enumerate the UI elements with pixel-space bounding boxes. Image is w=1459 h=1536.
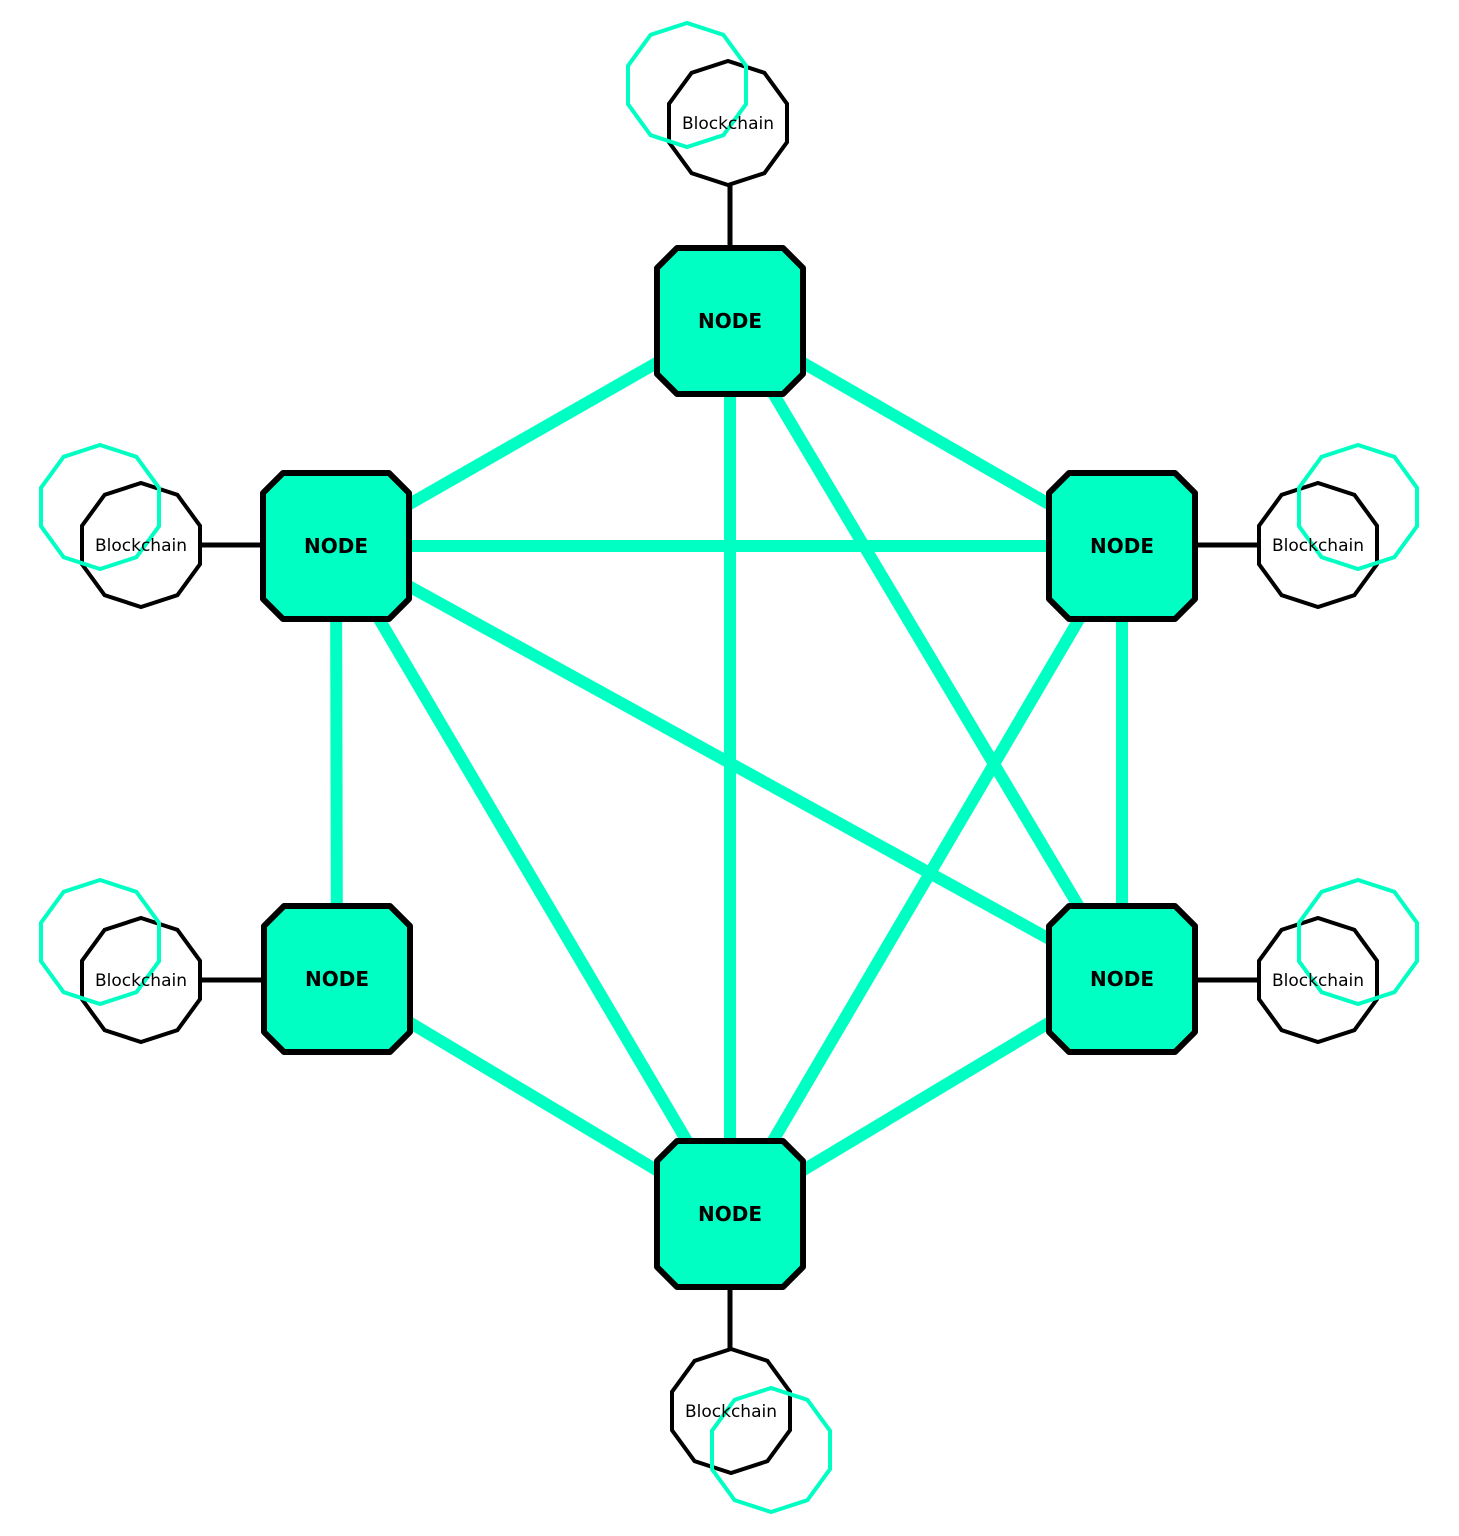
node-left-top: NODE <box>260 470 412 622</box>
nodes-layer: NODE NODE NODE NODE NODE NODE <box>260 245 1198 1290</box>
node-box <box>654 1138 806 1290</box>
blockchain-accent-ring <box>39 877 161 1007</box>
blockchain-right-bottom: Blockchain <box>1257 877 1419 1045</box>
node-label: NODE <box>698 309 762 333</box>
blockchain-outline <box>1257 915 1379 1045</box>
edge-right-top-bottom <box>724 542 1128 1218</box>
blockchain-outline <box>667 58 789 188</box>
blockchain-outline <box>1257 480 1379 610</box>
node-label: NODE <box>698 1202 762 1226</box>
node-box <box>260 470 412 622</box>
edge-left-top-bottom <box>330 542 736 1218</box>
blockchain-outline <box>670 1346 792 1476</box>
blockchain-accent-ring <box>626 20 748 150</box>
blockchain-label: Blockchain <box>682 114 774 134</box>
blockchain-outline <box>80 915 202 1045</box>
blockchain-accent-ring <box>1297 442 1419 572</box>
blockchain-label: Blockchain <box>95 971 187 991</box>
node-label: NODE <box>1090 967 1154 991</box>
node-left-bottom: NODE <box>261 903 413 1055</box>
node-box <box>654 245 806 397</box>
blockchain-label: Blockchain <box>95 536 187 556</box>
blockchain-label: Blockchain <box>1272 536 1364 556</box>
blockchain-right-top: Blockchain <box>1257 442 1419 610</box>
node-right-top: NODE <box>1046 470 1198 622</box>
node-box <box>1046 903 1198 1055</box>
node-label: NODE <box>305 967 369 991</box>
node-right-bottom: NODE <box>1046 903 1198 1055</box>
blockchain-bottom: Blockchain <box>670 1346 832 1515</box>
blockchain-left-top: Blockchain <box>39 442 202 610</box>
blockchain-label: Blockchain <box>685 1402 777 1422</box>
blockchain-left-bottom: Blockchain <box>39 877 202 1045</box>
blockchain-top: Blockchain <box>626 20 789 188</box>
blockchain-accent-ring <box>710 1385 832 1515</box>
node-label: NODE <box>304 534 368 558</box>
node-bottom: NODE <box>654 1138 806 1290</box>
blockchain-label: Blockchain <box>1272 971 1364 991</box>
blockchain-accent-ring <box>39 442 161 572</box>
edge-left-top-right-bottom <box>333 540 1125 985</box>
node-top: NODE <box>654 245 806 397</box>
node-box <box>261 903 413 1055</box>
blockchain-accent-ring <box>1297 877 1419 1007</box>
node-label: NODE <box>1090 534 1154 558</box>
edge-top-right-bottom <box>724 317 1128 983</box>
edges-layer <box>330 315 1128 1220</box>
blockchain-outline <box>80 480 202 610</box>
node-box <box>1046 470 1198 622</box>
blockchain-links-layer <box>200 183 1259 1351</box>
